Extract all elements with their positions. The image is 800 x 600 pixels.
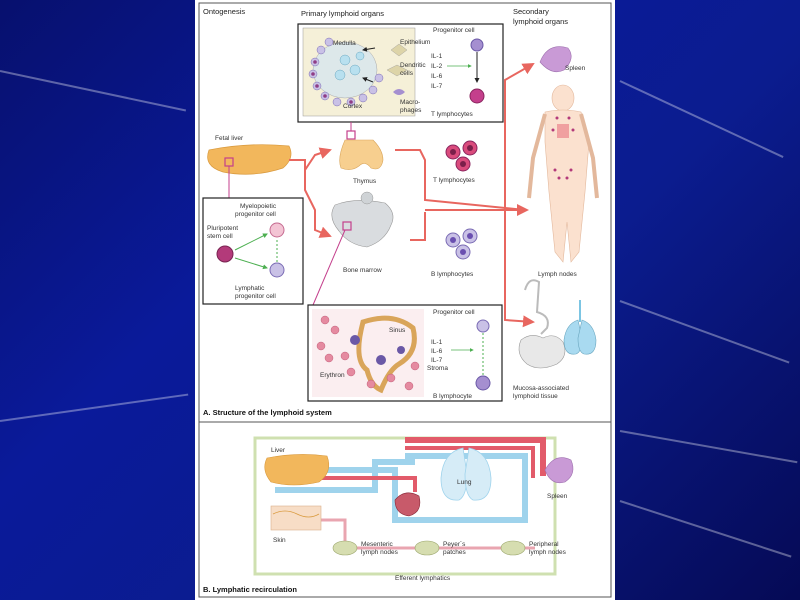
lung-label: Lung [457, 479, 472, 486]
lymphoid-system-figure: Ontogenesis Primary lymphoid organs Seco… [195, 0, 615, 600]
peripheral-label-1: Peripheral [529, 541, 559, 548]
stroma-label: Stroma [427, 365, 448, 372]
panel-b-spleen-shape [544, 457, 574, 484]
mesenteric-label-1: Mesenteric [361, 541, 394, 548]
thymus-progenitor-label: Progenitor cell [433, 27, 475, 34]
peyers-patch-shape [414, 540, 440, 556]
thymus-t-lymphocytes-label: T lymphocytes [431, 111, 474, 118]
peripheral-node-shape [500, 540, 526, 556]
mesenteric-label-2: lymph nodes [361, 549, 399, 556]
marrow-il6-label: IL-6 [431, 348, 443, 355]
secondary-organs-label-1: Secondary [513, 7, 549, 16]
pluripotent-label-2: stem cell [207, 233, 233, 240]
dendritic-label-2: cells [400, 70, 414, 77]
skin-label: Skin [273, 537, 286, 544]
to-malt-arrow [504, 210, 535, 328]
peyers-label-2: patches [443, 549, 467, 556]
malt-label-1: Mucosa-associated [513, 385, 569, 392]
macrophages-label: Macro- [400, 99, 420, 106]
myelopoietic-label-2: progenitor cell [235, 211, 276, 218]
il6-label: IL-6 [431, 73, 443, 80]
gut-shape [518, 279, 566, 369]
to-spleen-arrow [425, 63, 535, 211]
lymphatic-progenitor-label-1: Lymphatic [235, 285, 265, 292]
recirculation-diagram [253, 436, 557, 576]
b-lymphocyte-label: B lymphocyte [433, 393, 472, 400]
il7-label: IL-7 [431, 83, 443, 90]
peyers-label-1: Peyer´s [443, 541, 466, 548]
bone-marrow-shape [331, 200, 394, 248]
marrow-progenitor-label: Progenitor cell [433, 309, 475, 316]
bone-marrow-label: Bone marrow [343, 267, 382, 274]
t-lymphocytes-label: T lymphocytes [433, 177, 476, 184]
fetal-liver-label: Fetal liver [215, 135, 244, 142]
thymus-shape [339, 139, 384, 170]
il1-label: IL-1 [431, 53, 443, 60]
lymph-nodes-label: Lymph nodes [538, 271, 578, 278]
panel-b-liver-shape [264, 454, 330, 486]
thymus-inset: Medulla Cortex Epithelium Dendritic cell… [297, 23, 504, 140]
background-streak [0, 393, 189, 422]
marrow-inset: Sinus Erythron Stroma Progenitor cell IL… [307, 304, 503, 402]
secondary-organs-label-2: lymphoid organs [513, 17, 568, 26]
b-lymphocytes-label: B lymphocytes [431, 271, 474, 278]
marrow-outflow-arrow [410, 212, 426, 241]
il2-label: IL-2 [431, 63, 443, 70]
peripheral-label-2: lymph nodes [529, 549, 567, 556]
figure-svg: Ontogenesis Primary lymphoid organs Seco… [198, 2, 612, 598]
medulla-label: Medulla [333, 40, 356, 47]
background-streak [619, 300, 790, 364]
panel-b-spleen-label: Spleen [547, 493, 568, 500]
fetal-liver-shape [207, 144, 292, 175]
skin-shape [270, 505, 322, 531]
lung-shape [563, 300, 597, 355]
t-lymphocytes-cluster [445, 140, 478, 172]
thymus-label: Thymus [353, 178, 377, 185]
ontogenesis-label: Ontogenesis [203, 7, 245, 16]
efferent-label: Efferent lymphatics [395, 575, 451, 582]
pluripotent-label-1: Pluripotent [207, 225, 238, 232]
background-streak [619, 430, 798, 464]
epithelium-label: Epithelium [400, 39, 430, 46]
thymus-outflow-arrow [395, 149, 526, 211]
spleen-shape [539, 46, 572, 73]
liver-to-thymus-arrow [304, 147, 332, 171]
figure-frame [198, 2, 612, 598]
panel-b-caption: B. Lymphatic recirculation [203, 585, 297, 594]
spleen-label: Spleen [565, 65, 586, 72]
background-streak [619, 80, 784, 158]
marrow-il7-label: IL-7 [431, 357, 443, 364]
primary-organs-label: Primary lymphoid organs [301, 9, 384, 18]
liver-to-marrow-arrow [289, 159, 332, 238]
dendritic-label: Dendritic [400, 62, 426, 69]
malt-label-2: lymphoid tissue [513, 393, 558, 400]
myelopoietic-label-1: Myelopoietic [240, 203, 277, 210]
sinus-label: Sinus [389, 327, 406, 334]
lymphatic-progenitor-label-2: progenitor cell [235, 293, 276, 300]
mesenteric-node-shape [332, 540, 358, 556]
background-streak [619, 500, 792, 558]
panel-a-caption: A. Structure of the lymphoid system [203, 408, 332, 417]
background-streak [0, 70, 187, 112]
stem-cell-inset: Myelopoietic progenitor cell Pluripotent… [202, 197, 304, 305]
marrow-il1-label: IL-1 [431, 339, 443, 346]
macrophages-label-2: phages [400, 107, 422, 114]
cortex-label: Cortex [343, 103, 363, 110]
erythron-label: Erythron [320, 372, 345, 379]
b-lymphocytes-cluster [445, 228, 478, 260]
panel-b-liver-label: Liver [271, 447, 286, 454]
human-body-outline [527, 84, 599, 263]
